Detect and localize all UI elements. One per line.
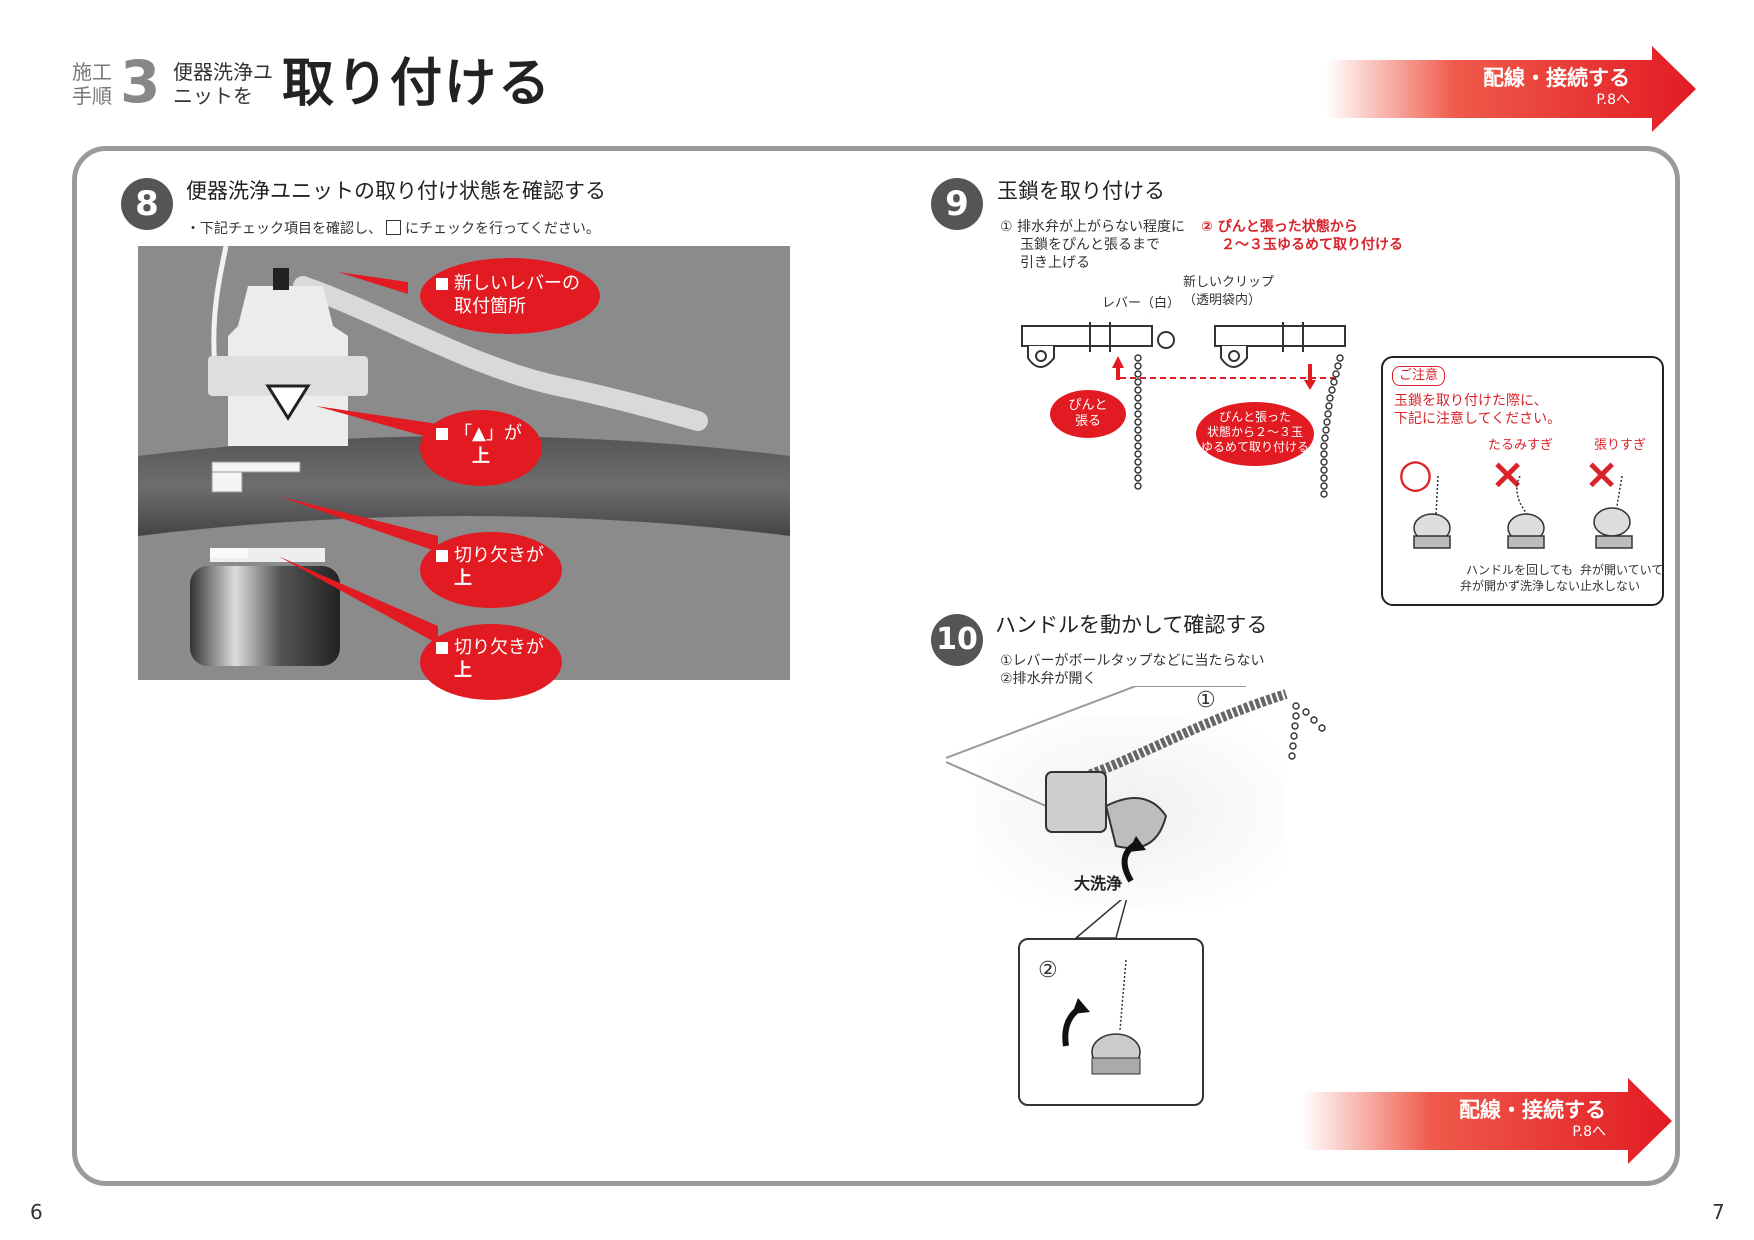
content-frame (72, 146, 1680, 1186)
flush-label: 大洗浄 (1074, 874, 1123, 893)
desc-line: 弁が開かず洗浄しない (1460, 579, 1581, 593)
valve-comparison-illustration (1413, 476, 1633, 549)
unit-photo-illustration (138, 246, 790, 666)
marker-1: ① (1196, 688, 1216, 713)
callout-notch-up-2: 切り欠きが 上 (420, 624, 562, 700)
callout-lever-position: 新しいレバーの 取付箇所 (420, 258, 600, 334)
page-number-right: 7 (1712, 1200, 1725, 1224)
nav-label: 配線・接続する (1459, 1098, 1606, 1122)
caution-badge: ご注意 (1392, 366, 1446, 386)
callout-text: 「▲」が (454, 423, 522, 444)
callout-triangle-up: 「▲」が 上 (420, 410, 542, 486)
section10-title: ハンドルを動かして確認する (995, 613, 1268, 637)
label-new-clip: 新しいクリップ （透明袋内） (1183, 274, 1274, 310)
callout-pointers (278, 272, 438, 644)
bubble-loosen: ぴんと張った 状態から２～３玉 ゆるめて取り付ける (1196, 402, 1314, 466)
label-too-slack: たるみすぎ (1488, 438, 1554, 453)
bubble-text: ぴんと張った (1218, 410, 1291, 424)
step2-text: ② ぴんと張った状態から (1201, 219, 1358, 235)
check-item: ①レバーがボールタップなどに当たらない (1000, 653, 1265, 669)
callout-text: 上 (472, 446, 490, 467)
ng-mark-tight: × (1584, 449, 1620, 498)
marker-2: ② (1038, 958, 1058, 983)
ok-mark: ○ (1398, 451, 1433, 497)
label-clip-text: 新しいクリップ (1183, 275, 1275, 290)
step1-text: 引き上げる (1020, 255, 1090, 271)
callout-text: 上 (454, 568, 472, 589)
bubble-text: 張る (1074, 414, 1101, 429)
section8-instruction: ・下記チェック項目を確認し、 にチェックを行ってください。 (186, 220, 600, 238)
check-item: ②排水弁が開く (1000, 671, 1097, 687)
step2-text: ２～３玉ゆるめて取り付ける (1221, 237, 1403, 253)
checkbox-icon (436, 278, 448, 290)
red-arrow-icon (1302, 1078, 1672, 1164)
step-number: 3 (120, 48, 161, 116)
label-too-tight: 張りすぎ (1594, 438, 1647, 453)
callout-text: 上 (454, 660, 472, 681)
step1-text: 玉鎖をぴんと張るまで (1020, 237, 1160, 253)
caution-line: 玉鎖を取り付けた際に、 (1394, 393, 1548, 409)
section9-step1: ① 排水弁が上がらない程度に 玉鎖をぴんと張るまで 引き上げる (1000, 218, 1185, 272)
bubble-text: ゆるめて取り付ける (1200, 440, 1309, 454)
checkbox-icon (436, 428, 448, 440)
step-label: 施工手順 (72, 60, 112, 108)
checkbox-icon (386, 220, 401, 235)
callout-text: 取付箇所 (454, 296, 526, 317)
desc-line: 止水しない (1580, 579, 1641, 593)
handle-illustration (946, 686, 1326, 906)
bubble-pull-tight: ぴんと 張る (1050, 390, 1126, 438)
desc-line: ハンドルを回しても (1466, 563, 1574, 577)
label-clip-text: （透明袋内） (1183, 293, 1262, 308)
checkbox-icon (436, 642, 448, 654)
instruction-after: にチェックを行ってください。 (405, 221, 600, 237)
nav-page: P.8へ (1596, 92, 1630, 108)
valve-open-illustration (1062, 960, 1141, 1075)
nav-label: 配線・接続する (1483, 66, 1630, 90)
red-arrow-icon (1326, 46, 1696, 132)
nav-wiring-button-bottom[interactable]: 配線・接続する P.8へ (1302, 1078, 1672, 1164)
page-title: 取り付ける (282, 54, 553, 114)
desc-line: 弁が開いていて (1580, 563, 1664, 577)
ng-mark-slack: × (1490, 449, 1526, 498)
section9-step2: ② ぴんと張った状態から ２～３玉ゆるめて取り付ける (1201, 218, 1403, 254)
callout-text: 切り欠きが (454, 545, 544, 566)
nav-wiring-button-top[interactable]: 配線・接続する P.8へ (1326, 46, 1696, 132)
caution-line: 下記に注意してください。 (1394, 411, 1562, 427)
section8-title: 便器洗浄ユニットの取り付け状態を確認する (186, 179, 606, 203)
callout-text: 切り欠きが (454, 637, 544, 658)
bubble-text: ぴんと (1068, 398, 1108, 413)
slack-description: ハンドルを回しても 弁が開かず洗浄しない (1460, 562, 1580, 594)
callout-text: 新しいレバーの (454, 273, 580, 294)
section10-number: 10 (931, 614, 983, 666)
section9-number: 9 (931, 178, 983, 230)
caution-text: 玉鎖を取り付けた際に、 下記に注意してください。 (1394, 392, 1561, 428)
step-subtitle: 便器洗浄ユニットを (173, 60, 273, 108)
step1-text: ① 排水弁が上がらない程度に (1000, 219, 1186, 235)
chain-diagram (1021, 318, 1346, 498)
section10-checks: ①レバーがボールタップなどに当たらない ②排水弁が開く (1000, 652, 1265, 688)
nav-page: P.8へ (1572, 1124, 1606, 1140)
callout-notch-up-1: 切り欠きが 上 (420, 532, 562, 608)
section9-title: 玉鎖を取り付ける (997, 179, 1165, 203)
tight-description: 弁が開いていて 止水しない (1580, 562, 1663, 594)
label-lever: レバー（白） (1102, 296, 1181, 311)
checkbox-icon (436, 550, 448, 562)
section8-number: 8 (121, 178, 173, 230)
page-number-left: 6 (30, 1200, 43, 1224)
caution-box (1381, 356, 1664, 606)
instruction-before: ・下記チェック項目を確認し、 (186, 221, 382, 237)
step-subtitle-text: 便器洗浄ユニットを (173, 60, 273, 108)
bubble-text: 状態から２～３玉 (1206, 425, 1303, 439)
valve-detail-box (1018, 938, 1204, 1106)
